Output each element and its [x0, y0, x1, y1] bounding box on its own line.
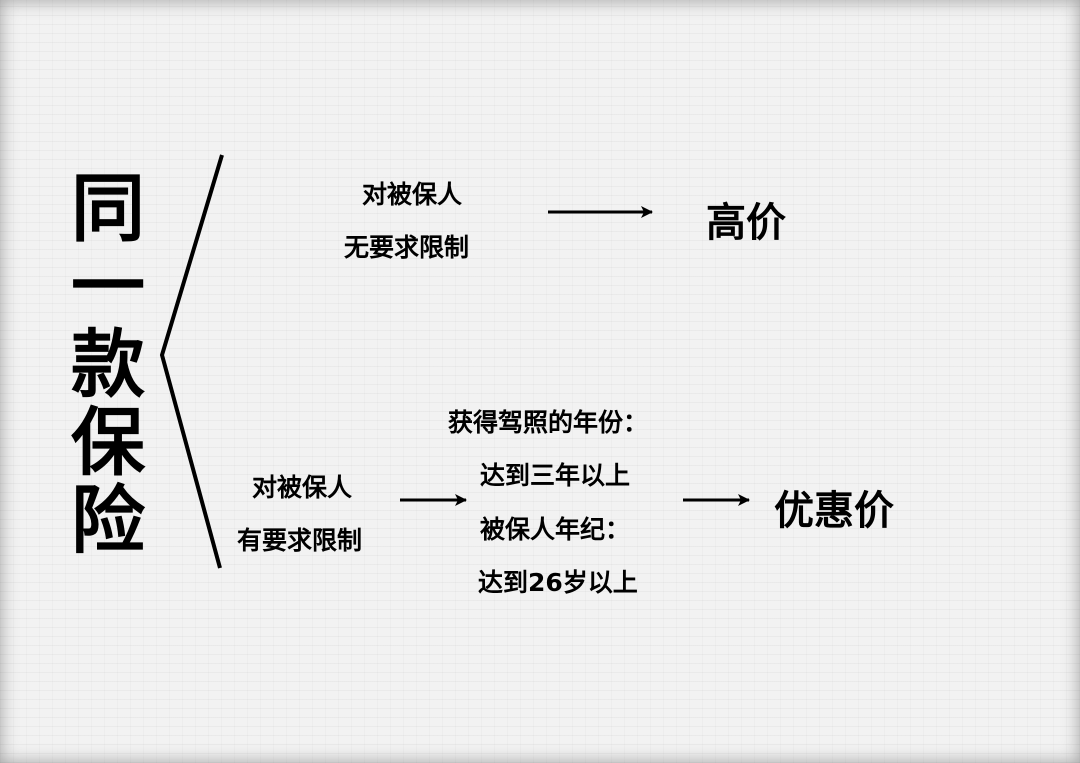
requirement-line: 达到26岁以上	[478, 568, 638, 597]
requirement-line: 达到三年以上	[480, 461, 631, 490]
title-char: 款	[71, 322, 145, 408]
requirement-line: 被保人年纪：	[480, 515, 631, 544]
bottom-result: 优惠价	[774, 488, 894, 534]
top-result: 高价	[706, 200, 786, 246]
bottom-condition-line1: 对被保人	[252, 473, 353, 502]
top-condition-line2: 无要求限制	[344, 233, 470, 262]
title-char: 险	[71, 478, 145, 564]
title-char: 一	[71, 244, 145, 330]
vertical-title: 同 一 款 保 险	[62, 170, 154, 560]
top-condition-line1: 对被保人	[362, 180, 463, 209]
title-char: 保	[71, 400, 145, 486]
branch-bracket	[159, 154, 224, 569]
requirement-line: 获得驾照的年份：	[448, 408, 649, 437]
title-char: 同	[71, 166, 145, 252]
bottom-condition-line2: 有要求限制	[237, 526, 363, 555]
